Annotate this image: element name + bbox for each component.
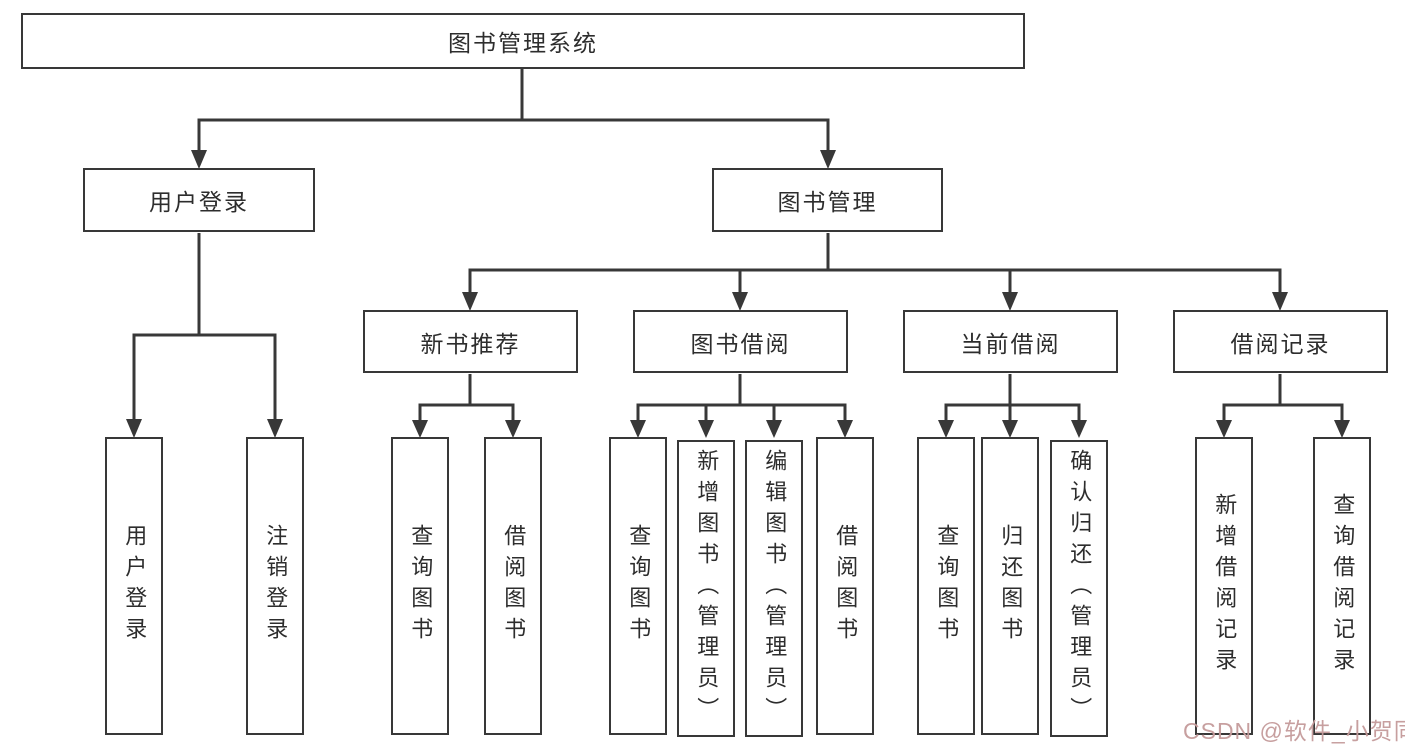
csdn-watermark: CSDN @软件_小贺同学 xyxy=(1183,718,1405,744)
leaf-label: 归还图书 xyxy=(998,524,1024,648)
node-leaf-logout: 注销登录 xyxy=(246,437,304,735)
node-leaf-nbr-borrow-books: 借阅图书 xyxy=(484,437,542,735)
node-library-management-system: 图书管理系统 xyxy=(21,13,1025,69)
node-leaf-user-login: 用户登录 xyxy=(105,437,163,735)
leaf-label: 借阅图书 xyxy=(833,524,859,648)
connector-shafts xyxy=(132,69,1344,421)
node-book-borrowing: 图书借阅 xyxy=(633,310,848,373)
node-borrowing-records: 借阅记录 xyxy=(1173,310,1388,373)
leaf-label: 查询借阅记录 xyxy=(1330,493,1356,679)
node-new-book-recommend: 新书推荐 xyxy=(363,310,578,373)
leaf-label: 查询图书 xyxy=(626,524,652,648)
node-book-management: 图书管理 xyxy=(712,168,943,232)
node-leaf-cb-query-books: 查询图书 xyxy=(917,437,975,735)
leaf-label: 新增借阅记录 xyxy=(1212,493,1238,679)
leaf-label: 查询图书 xyxy=(934,524,960,648)
connector-arrowheads xyxy=(126,150,1350,438)
node-leaf-bb-query-books: 查询图书 xyxy=(609,437,667,735)
leaf-label: 借阅图书 xyxy=(501,524,527,648)
node-leaf-br-query-record: 查询借阅记录 xyxy=(1313,437,1371,735)
node-leaf-cb-confirm-return: 确认归还（管理员） xyxy=(1050,440,1108,737)
leaf-label: 用户登录 xyxy=(122,524,148,648)
node-leaf-bb-edit-books: 编辑图书（管理员） xyxy=(745,440,803,737)
leaf-label: 查询图书 xyxy=(408,524,434,648)
node-leaf-cb-return-books: 归还图书 xyxy=(981,437,1039,735)
leaf-label: 确认归还（管理员） xyxy=(1067,449,1093,728)
node-leaf-nbr-query-books: 查询图书 xyxy=(391,437,449,735)
leaf-label: 编辑图书（管理员） xyxy=(762,449,788,728)
leaf-label: 新增图书（管理员） xyxy=(694,449,720,728)
node-leaf-bb-add-books: 新增图书（管理员） xyxy=(677,440,735,737)
leaf-label: 注销登录 xyxy=(263,524,289,648)
node-user-login: 用户登录 xyxy=(83,168,315,232)
node-leaf-br-add-record: 新增借阅记录 xyxy=(1195,437,1253,735)
node-leaf-bb-borrow-books: 借阅图书 xyxy=(816,437,874,735)
node-current-borrowing: 当前借阅 xyxy=(903,310,1118,373)
